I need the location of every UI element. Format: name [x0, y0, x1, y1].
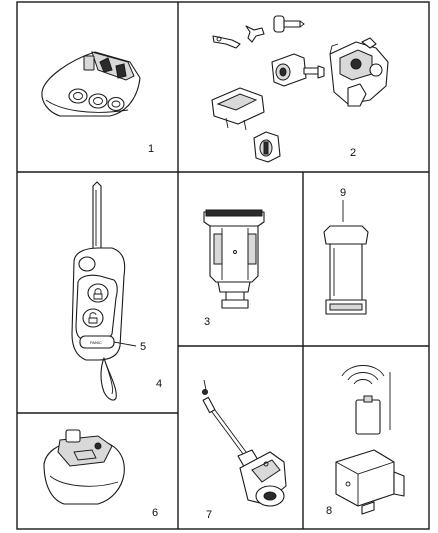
part-6-key-head	[43, 429, 125, 505]
callout-9: 9	[340, 187, 346, 199]
fob-release-button	[78, 256, 96, 272]
door-lock-cylinder	[271, 53, 325, 87]
lock-clip-small	[212, 35, 241, 49]
lock-button	[87, 283, 109, 303]
callout-3: 3	[204, 316, 210, 328]
lock-key-blank	[273, 15, 305, 33]
callout-5: 5	[140, 341, 146, 353]
callout-6: 6	[152, 507, 158, 519]
callout-7: 7	[206, 509, 212, 521]
part-3-lock-housing	[203, 209, 265, 309]
diagram-grid	[16, 1, 430, 530]
key-blade	[92, 181, 102, 251]
lock-clip-wing	[245, 25, 265, 43]
key-ring	[100, 357, 117, 401]
callout-4: 4	[156, 378, 162, 390]
part-7-cylinder-cable	[202, 379, 287, 507]
signal-wave-inner	[353, 379, 373, 385]
callout-1: 1	[148, 143, 154, 155]
panic-button-label: PANIC	[90, 340, 102, 345]
signal-wave-middle	[347, 372, 379, 381]
callout-2: 2	[350, 147, 356, 159]
lock-icon	[93, 288, 103, 300]
callout-8: 8	[326, 505, 332, 517]
part-8-receiver-module	[335, 365, 405, 515]
ignition-lock-housing	[329, 37, 389, 107]
part-2-lock-cylinder-set	[211, 15, 389, 163]
unlock-icon	[88, 312, 98, 324]
handle-cap	[211, 87, 265, 131]
signal-wave-outer	[341, 365, 385, 377]
part-4-key-fob: PANIC	[71, 181, 137, 401]
cylinder-plug	[253, 131, 281, 163]
outer-border	[16, 1, 430, 530]
transmitter-card	[355, 399, 381, 435]
part-1-console-module	[41, 51, 141, 117]
part-9-cylinder-insert	[323, 200, 369, 315]
